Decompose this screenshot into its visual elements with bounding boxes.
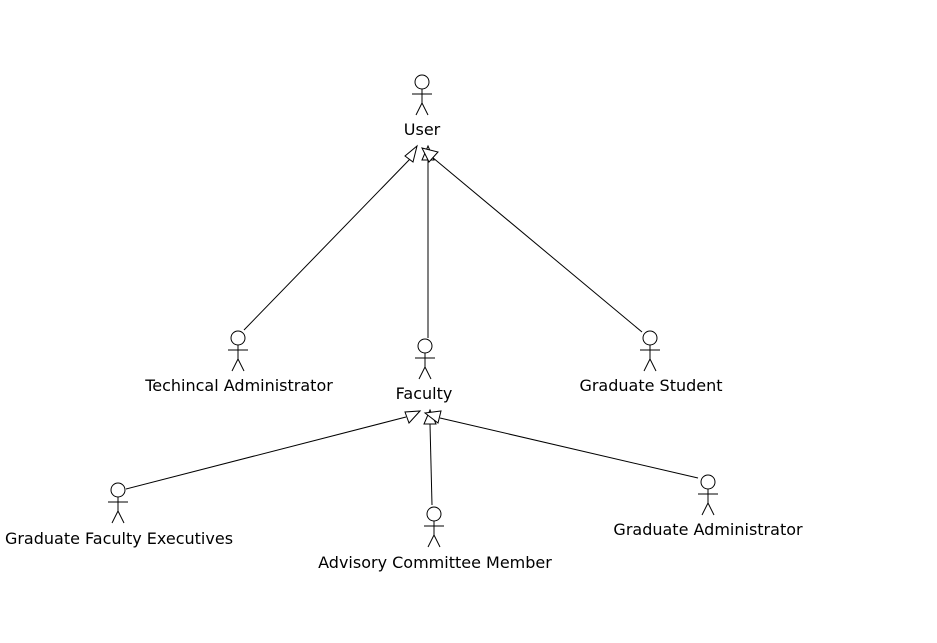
actor-figures [108,74,718,548]
graduate-admin-actor-icon [698,474,718,516]
generalization-line-graduate-student-to-user [431,156,643,333]
arrowhead-technical-admin-to-user [404,144,418,163]
grad-faculty-exec-label: Graduate Faculty Executives [5,529,233,548]
user-label: User [404,120,441,139]
generalization-line-advisory-member-to-faculty [429,423,433,506]
generalization-lines [125,156,699,506]
arrowhead-graduate-student-to-user [421,147,439,163]
graduate-student-label: Graduate Student [579,376,722,395]
generalization-line-technical-admin-to-user [243,158,411,331]
generalization-arrowheads [404,144,442,425]
technical-admin-label: Techincal Administrator [144,376,333,395]
user-actor-icon [412,74,432,116]
advisory-member-actor-icon [424,506,444,548]
faculty-actor-icon [415,338,435,380]
graduate-student-actor-icon [640,330,660,372]
actor-labels: User Techincal Administrator Faculty Gra… [5,120,803,572]
arrowhead-grad-faculty-exec-to-faculty [404,410,422,424]
generalization-line-graduate-admin-to-faculty [439,417,699,479]
arrowhead-graduate-admin-to-faculty [423,410,442,424]
advisory-member-label: Advisory Committee Member [318,553,552,572]
faculty-label: Faculty [396,384,453,403]
grad-faculty-exec-actor-icon [108,482,128,524]
technical-admin-actor-icon [228,330,248,372]
generalization-line-grad-faculty-exec-to-faculty [125,416,407,490]
graduate-admin-label: Graduate Administrator [613,520,803,539]
